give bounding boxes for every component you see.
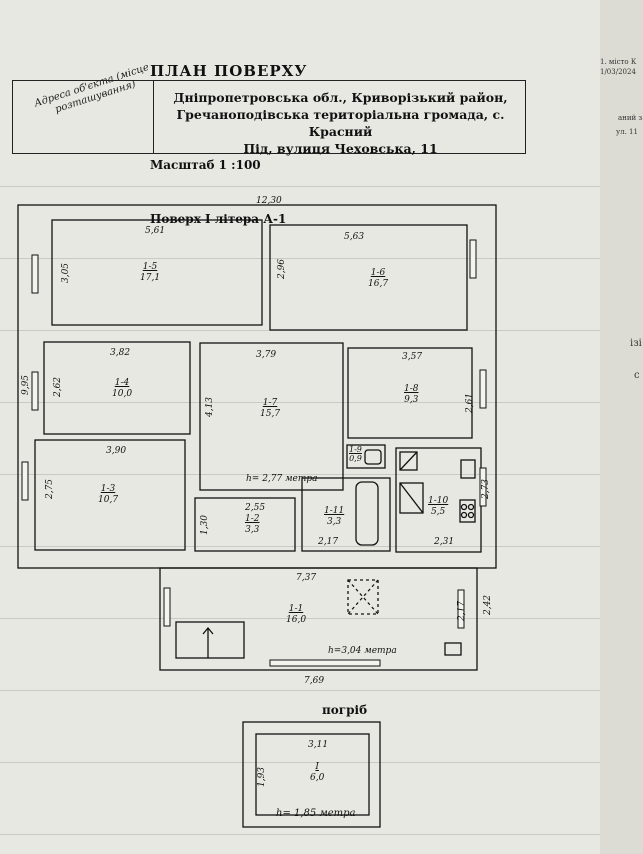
toilet-symbol — [364, 449, 382, 465]
porch-stairs — [175, 621, 245, 659]
room-1-5-height: 3,05 — [61, 262, 72, 284]
room-1-9-outline — [346, 444, 386, 469]
porch-right-outer: 2,42 — [483, 594, 494, 616]
dim-left-height: 9,95 — [21, 374, 32, 396]
document-title: ПЛАН ПОВЕРХУ — [150, 62, 308, 80]
room-1-7-outline — [199, 342, 344, 491]
porch-right-inner: 2,17 — [457, 600, 468, 622]
window — [21, 461, 29, 501]
ceiling-porch: h=3,04 метра — [328, 646, 397, 656]
room-1-8-height: 2,61 — [465, 392, 476, 414]
scale-label: Масштаб 1 :100 — [150, 158, 261, 172]
window — [269, 659, 381, 667]
stove-symbol — [459, 499, 476, 523]
window — [479, 467, 487, 507]
room-1-11-outline — [301, 477, 391, 552]
floor-plan-sheet — [0, 0, 600, 854]
window — [479, 369, 487, 409]
room-1-5-width: 5,61 — [145, 226, 166, 236]
room-1-4-outline — [43, 341, 191, 435]
address-box: Адреса об'єкта (місце розташування) Дніп… — [12, 62, 526, 157]
margin-text-2: 1/03/2024 — [600, 68, 636, 76]
room-1-6-height: 2,96 — [277, 258, 288, 280]
room-1-7-height: 4,13 — [205, 396, 216, 418]
porch-hatch — [347, 579, 379, 615]
room-1-3-width: 3,90 — [106, 446, 127, 456]
address-text: Дніпропетровська обл., Криворізький райо… — [163, 89, 518, 157]
room-1-6-outline — [269, 224, 468, 331]
floor-label: Поверх І літера А-1 — [150, 212, 287, 226]
basement-width: 3,11 — [308, 740, 329, 750]
room-1-10-width: 2,31 — [434, 537, 455, 547]
room-1-6-width: 5,63 — [344, 232, 365, 242]
basement-height: 1,93 — [257, 766, 268, 788]
room-1-2-outline — [194, 497, 296, 552]
margin-text-1: 1. місто К — [600, 58, 637, 66]
address-line-1: Дніпропетровська обл., Криворізький райо… — [173, 90, 508, 105]
room-1-2-height: 1,30 — [200, 514, 211, 536]
porch-top-width: 7,37 — [296, 573, 317, 583]
basement-title: погріб — [322, 703, 368, 717]
margin-text-4: ул. 11 — [616, 128, 638, 136]
kitchen-counter — [399, 482, 424, 514]
window — [31, 371, 39, 411]
window — [163, 587, 171, 627]
address-line-3: Під, вулиця Чеховська, 11 — [243, 141, 438, 156]
room-1-8-width: 3,57 — [402, 352, 423, 362]
sink-symbol — [399, 451, 418, 471]
room-1-4-height: 2,62 — [53, 376, 64, 398]
room-1-4-width: 3,82 — [110, 348, 131, 358]
margin-text-3: аний з — [618, 114, 643, 122]
room-1-11-width: 2,17 — [318, 537, 339, 547]
window — [31, 254, 39, 294]
room-1-3-outline — [34, 439, 186, 551]
address-line-2: Гречаноподівська територіальна громада, … — [176, 107, 505, 139]
margin-text-5: ізі — [630, 338, 642, 349]
porch-bottom-width: 7,69 — [304, 676, 325, 686]
window — [457, 589, 465, 629]
room-1-8-outline — [347, 347, 473, 439]
dim-top-width: 12,30 — [256, 196, 282, 206]
ceiling-main: h= 2,77 метра — [246, 474, 318, 484]
fridge-symbol — [460, 459, 476, 479]
basement-ceiling: h= 1,85 метра — [276, 808, 356, 819]
room-1-3-height: 2,75 — [45, 478, 56, 500]
basement-inner — [255, 733, 370, 816]
boiler-symbol — [444, 642, 462, 656]
room-1-10-height: 2,73 — [481, 478, 492, 500]
window — [469, 239, 477, 279]
bathtub-symbol — [355, 481, 379, 546]
margin-text-6: с — [634, 370, 640, 381]
room-1-2-width: 2,55 — [245, 503, 266, 513]
basement-outer — [242, 721, 381, 828]
porch-outline — [159, 567, 478, 671]
address-label-cell: Адреса об'єкта (місце розташування) — [13, 62, 154, 153]
room-1-5-outline — [51, 219, 263, 326]
room-1-7-width: 3,79 — [256, 350, 277, 360]
